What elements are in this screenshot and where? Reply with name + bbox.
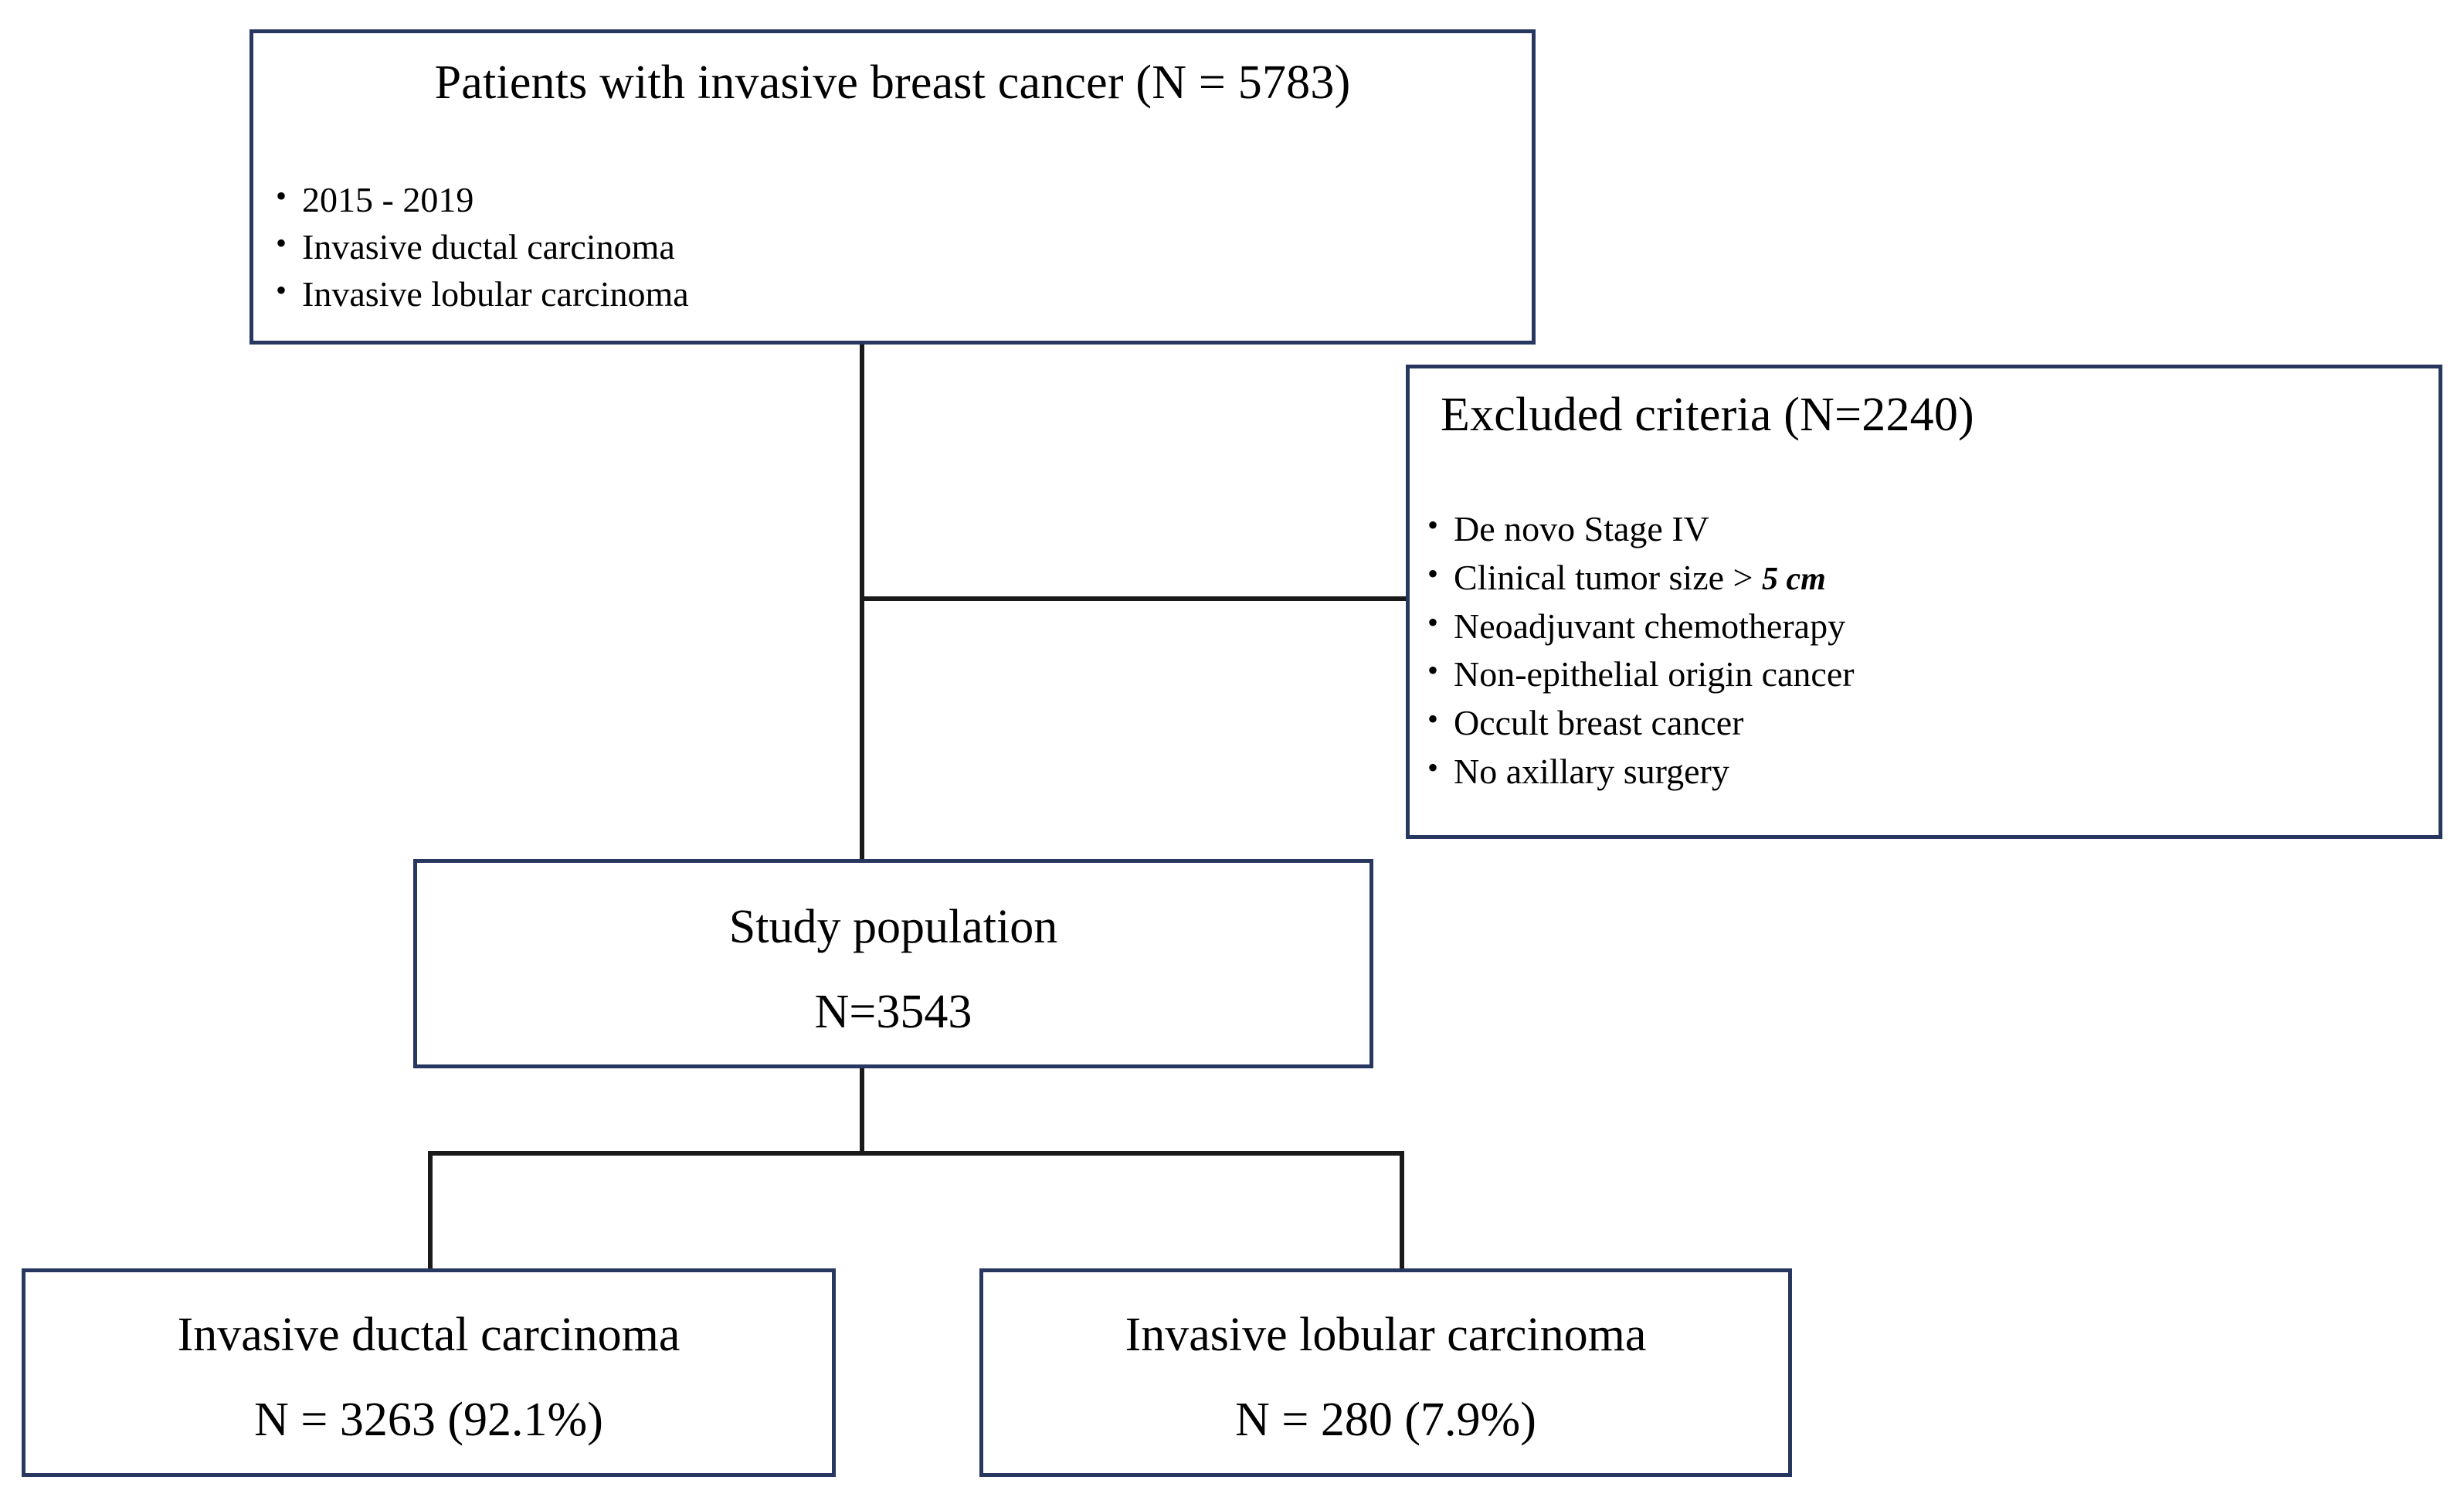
- connector-source-to-study: [860, 343, 864, 862]
- outcome-lobular-label: Invasive lobular carcinoma: [1125, 1309, 1647, 1361]
- connector-to-excluded: [860, 596, 1410, 601]
- study-population-label: Study population: [728, 901, 1058, 953]
- connector-study-to-split: [860, 1068, 864, 1156]
- study-population-box: Study population N=3543: [413, 859, 1373, 1068]
- list-item: Neoadjuvant chemotherapy: [1427, 602, 1855, 651]
- criterion-text: De novo Stage IV: [1454, 509, 1709, 548]
- outcome-box-lobular: Invasive lobular carcinoma N = 280 (7.9%…: [979, 1268, 1792, 1477]
- list-item: Invasive lobular carcinoma: [276, 270, 689, 317]
- outcome-ductal-label: Invasive ductal carcinoma: [177, 1309, 680, 1361]
- criterion-text: No axillary surgery: [1454, 751, 1729, 791]
- excluded-criteria-box: Excluded criteria (N=2240) De novo Stage…: [1406, 365, 2442, 839]
- list-item: 2015 - 2019: [276, 175, 689, 223]
- connector-split-to-ilc: [1400, 1151, 1404, 1271]
- source-population-criteria-list: 2015 - 2019 Invasive ductal carcinoma In…: [276, 175, 689, 318]
- outcome-ductal-count: N = 3263 (92.1%): [254, 1394, 603, 1446]
- list-item: Occult breast cancer: [1427, 698, 1855, 748]
- list-item: Clinical tumor size > 5 cm: [1427, 553, 1855, 603]
- list-item: Invasive ductal carcinoma: [276, 222, 689, 270]
- criterion-emphasis: 5 cm: [1761, 561, 1826, 597]
- study-population-count: N=3543: [814, 986, 972, 1038]
- source-population-title: Patients with invasive breast cancer (N …: [434, 56, 1351, 109]
- source-population-box: Patients with invasive breast cancer (N …: [249, 29, 1536, 345]
- criterion-text: Neoadjuvant chemotherapy: [1454, 606, 1846, 646]
- excluded-criteria-list: De novo Stage IV Clinical tumor size > 5…: [1427, 504, 1855, 796]
- excluded-criteria-title: Excluded criteria (N=2240): [1441, 389, 1974, 441]
- criterion-text: Non-epithelial origin cancer: [1454, 654, 1855, 694]
- study-population-content: Study population N=3543: [417, 903, 1369, 1036]
- outcome-box-ductal: Invasive ductal carcinoma N = 3263 (92.1…: [22, 1268, 836, 1477]
- criterion-text: Clinical tumor size >: [1454, 557, 1762, 597]
- connector-split-to-idc: [428, 1151, 433, 1271]
- outcome-ductal-content: Invasive ductal carcinoma N = 3263 (92.1…: [25, 1311, 832, 1444]
- criterion-text: Occult breast cancer: [1454, 703, 1744, 743]
- list-item: No axillary surgery: [1427, 747, 1855, 796]
- outcome-lobular-content: Invasive lobular carcinoma N = 280 (7.9%…: [983, 1311, 1788, 1444]
- list-item: Non-epithelial origin cancer: [1427, 650, 1855, 699]
- outcome-lobular-count: N = 280 (7.9%): [1235, 1394, 1536, 1446]
- connector-split-bar: [428, 1151, 1404, 1156]
- list-item: De novo Stage IV: [1427, 504, 1855, 554]
